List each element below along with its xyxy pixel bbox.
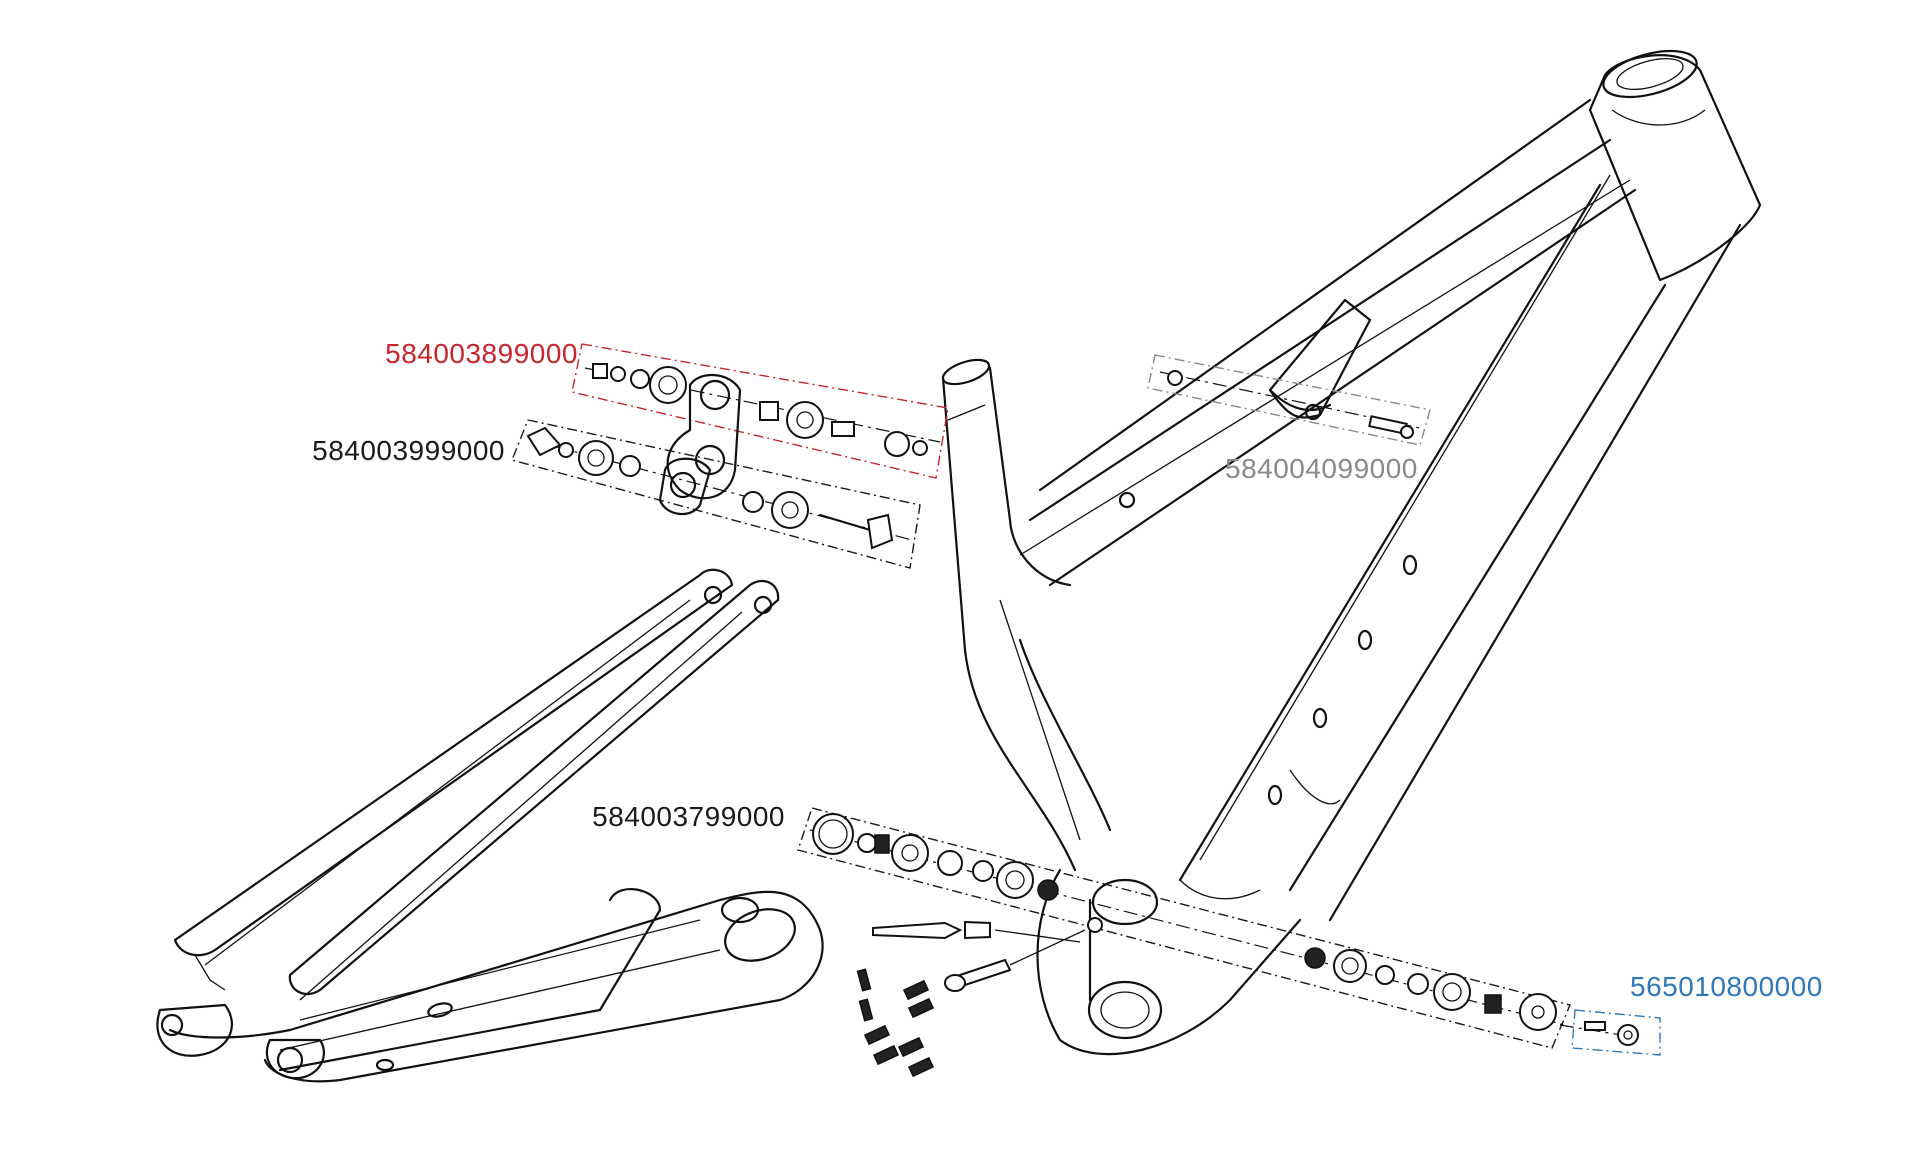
group-box-main-pivot [797, 807, 1571, 1049]
group-box-rocker-lower [511, 419, 921, 569]
rear-triangle [156, 568, 824, 1083]
part-number-main-pivot: 584003799000 [592, 801, 785, 832]
group-box-pivot-end [1571, 1009, 1661, 1056]
set-screws [856, 968, 935, 1078]
part-number-rocker-lower: 584003999000 [312, 435, 505, 466]
part-group-pivot-end [1559, 1009, 1661, 1056]
group-box-rocker-upper [571, 343, 949, 479]
seat-stays [173, 568, 780, 1001]
part-group-rocker-lower [511, 419, 921, 569]
chain-stays [168, 888, 824, 1083]
seat-tube [941, 358, 1112, 872]
part-number-rocker-upper: 584003899000 [385, 338, 578, 369]
top-tube [1019, 98, 1637, 587]
part-group-top-tube-mount [1147, 354, 1431, 446]
group-box-top-tube-mount [1147, 354, 1431, 446]
cable-ports [1118, 491, 1418, 806]
part-group-main-pivot [797, 807, 1571, 1049]
front-triangle [941, 49, 1762, 1056]
part-number-top-tube-mount: 584004099000 [1225, 453, 1418, 484]
part-group-rocker-upper [571, 343, 949, 500]
down-tube [1178, 174, 1742, 922]
loose-hardware [856, 917, 1103, 1078]
head-tube [1588, 49, 1762, 282]
part-number-pivot-end: 565010800000 [1630, 971, 1823, 1002]
dropouts [156, 954, 326, 1080]
bottom-bracket-shell [1036, 868, 1302, 1056]
